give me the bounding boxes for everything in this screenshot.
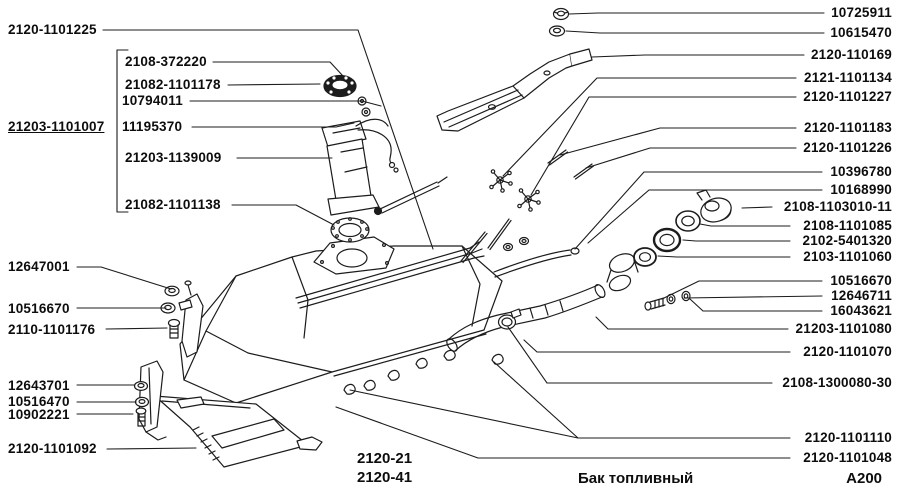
- leader-line: [103, 30, 433, 249]
- fuel-tank-drawing: [180, 237, 579, 403]
- neck-screws-drawing: [645, 291, 690, 310]
- leader-line: [494, 362, 790, 438]
- part-number-label: 10516670: [830, 273, 892, 288]
- part-number-label: 10396780: [830, 164, 892, 179]
- leader-line: [192, 123, 354, 127]
- part-number-label: 10615470: [830, 25, 892, 40]
- part-number-label: 2120-1101225: [8, 22, 97, 37]
- part-number-label: 11195370: [122, 119, 183, 134]
- assembly-number-label: 21203-1101007: [8, 119, 105, 134]
- fuel-pump-module-drawing: [322, 76, 447, 216]
- part-number-label: 2102-5401320: [802, 233, 892, 248]
- part-number-label: 2120-1101227: [803, 89, 892, 104]
- leader-line: [77, 267, 171, 289]
- part-number-label: 10902221: [8, 407, 70, 422]
- pipe-clips-drawing: [461, 150, 594, 263]
- grommet-drawing: [634, 248, 656, 266]
- leader-line: [213, 62, 343, 76]
- crossmember-nut-drawing: [554, 9, 569, 20]
- leader-line: [350, 390, 578, 438]
- leader-line: [228, 84, 320, 85]
- fuel-cap-drawing: [697, 190, 734, 226]
- part-number-label: 16043621: [830, 303, 892, 318]
- leader-line: [560, 128, 796, 155]
- part-number-label: 2108-1103010-11: [783, 199, 892, 214]
- part-number-label: 12646711: [831, 288, 892, 303]
- leader-line: [700, 224, 790, 226]
- part-number-label: 10516670: [8, 301, 70, 316]
- leader-line: [683, 240, 790, 241]
- retainer-ring-drawing: [676, 211, 700, 231]
- sender-gasket-ring-drawing: [331, 218, 369, 242]
- part-number-label: 10516470: [8, 394, 70, 409]
- crossmember-washer-drawing: [550, 26, 565, 36]
- leader-line: [503, 78, 796, 176]
- filler-neck-drawing: [607, 250, 638, 293]
- leader-line: [662, 281, 822, 299]
- part-number-label: 2120-1101070: [803, 344, 892, 359]
- part-number-label: 2120-110169: [810, 47, 892, 62]
- part-number-label: 2120-1101183: [804, 120, 892, 135]
- leader-line: [106, 328, 167, 329]
- part-number-label: 21203-1101080: [795, 321, 892, 336]
- leader-line: [742, 207, 772, 208]
- hose-clamp-drawing: [499, 309, 522, 329]
- part-number-label: 2108-1300080-30: [782, 375, 892, 390]
- part-number-label: 10168990: [830, 182, 892, 197]
- part-number-label: 2120-1101048: [803, 450, 892, 465]
- part-number-label: 12647001: [8, 259, 70, 274]
- leader-line: [575, 172, 822, 249]
- page-code: A200: [846, 470, 882, 487]
- part-number-label: 2103-1101060: [803, 249, 892, 264]
- part-number-label: 2108-1101085: [803, 218, 892, 233]
- part-number-label: 21082-1101178: [125, 77, 221, 92]
- leader-line: [569, 13, 824, 14]
- part-number-label: 2120-1101226: [803, 140, 892, 155]
- tank-mount-bracket-drawing: [182, 281, 203, 357]
- leader-line: [586, 148, 796, 168]
- part-number-label: 2120-1101110: [804, 430, 892, 445]
- part-number-label: 10794011: [122, 93, 183, 108]
- leader-lines: [77, 13, 824, 458]
- leader-line: [524, 340, 790, 352]
- part-number-label: 12643701: [8, 378, 70, 393]
- seal-ring-drawing: [654, 229, 680, 251]
- variant-code: 2120-21: [357, 450, 413, 467]
- diagram-caption: Бак топливный: [578, 470, 694, 487]
- leader-line: [684, 296, 822, 298]
- part-number-label: 21082-1101138: [125, 197, 221, 212]
- leader-line: [592, 55, 804, 57]
- leader-line: [336, 407, 790, 458]
- part-number-label: 2110-1101176: [8, 322, 96, 337]
- part-number-label: 2108-372220: [125, 54, 207, 69]
- leader-line: [658, 256, 790, 257]
- group-bracket: [117, 50, 128, 212]
- part-number-label: 21203-1139009: [125, 150, 222, 165]
- leader-line: [232, 205, 334, 225]
- variant-code: 2120-41: [357, 469, 413, 486]
- leader-line: [690, 299, 822, 311]
- part-number-label: 2121-1101134: [804, 70, 892, 85]
- leader-line: [596, 317, 788, 329]
- crossmember-drawing: [437, 49, 592, 131]
- leader-line: [531, 97, 796, 195]
- heat-shield-drawing: [155, 396, 322, 467]
- part-number-label: 10725911: [831, 5, 892, 20]
- part-number-label: 2120-1101092: [8, 441, 97, 456]
- leader-line: [190, 101, 381, 106]
- filler-neck-assembly-drawing: [445, 190, 735, 353]
- left-fasteners-drawing: [135, 286, 193, 426]
- leader-line: [107, 448, 196, 449]
- leader-line: [588, 190, 822, 243]
- leader-line: [566, 31, 824, 33]
- leader-line: [508, 327, 772, 383]
